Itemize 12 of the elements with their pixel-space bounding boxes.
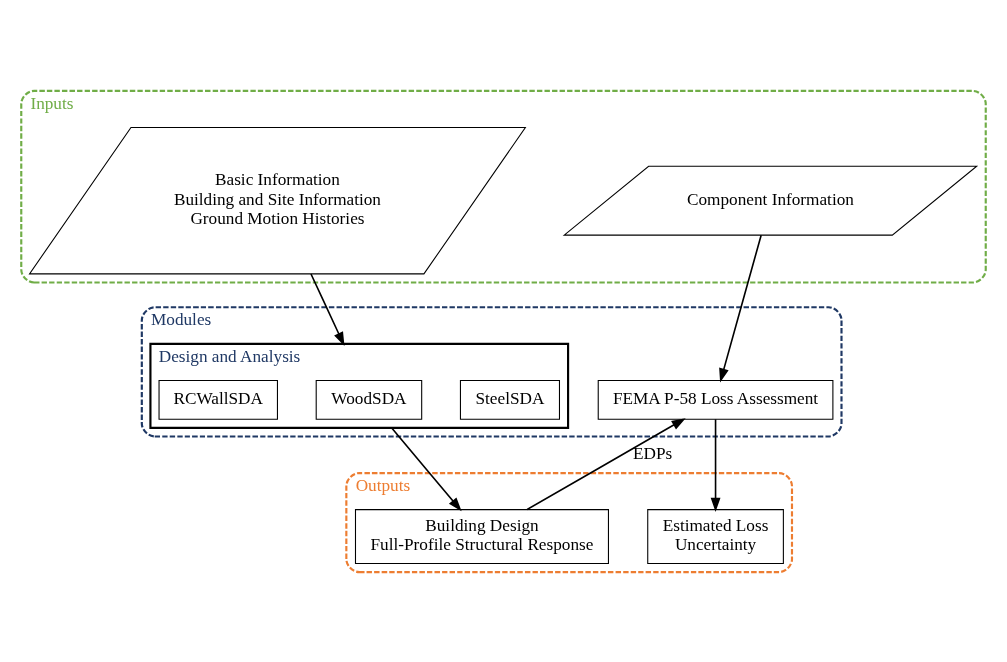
- node-box: WoodSDA: [315, 379, 423, 420]
- node-box: Building Design Full-Profile Structural Response: [354, 508, 609, 564]
- arrow: [390, 426, 462, 511]
- edge-label: EDPs: [632, 443, 673, 463]
- arrow: [310, 272, 345, 346]
- node-box: FEMA P-58 Loss Assessment: [597, 379, 834, 420]
- arrow: [710, 418, 721, 512]
- node-box: Estimated Loss Uncertainty: [647, 508, 784, 564]
- arrow: [526, 417, 686, 510]
- node-box: SteelSDA: [459, 379, 560, 420]
- arrow: [719, 233, 762, 382]
- node-box: RCWallSDA: [158, 379, 278, 420]
